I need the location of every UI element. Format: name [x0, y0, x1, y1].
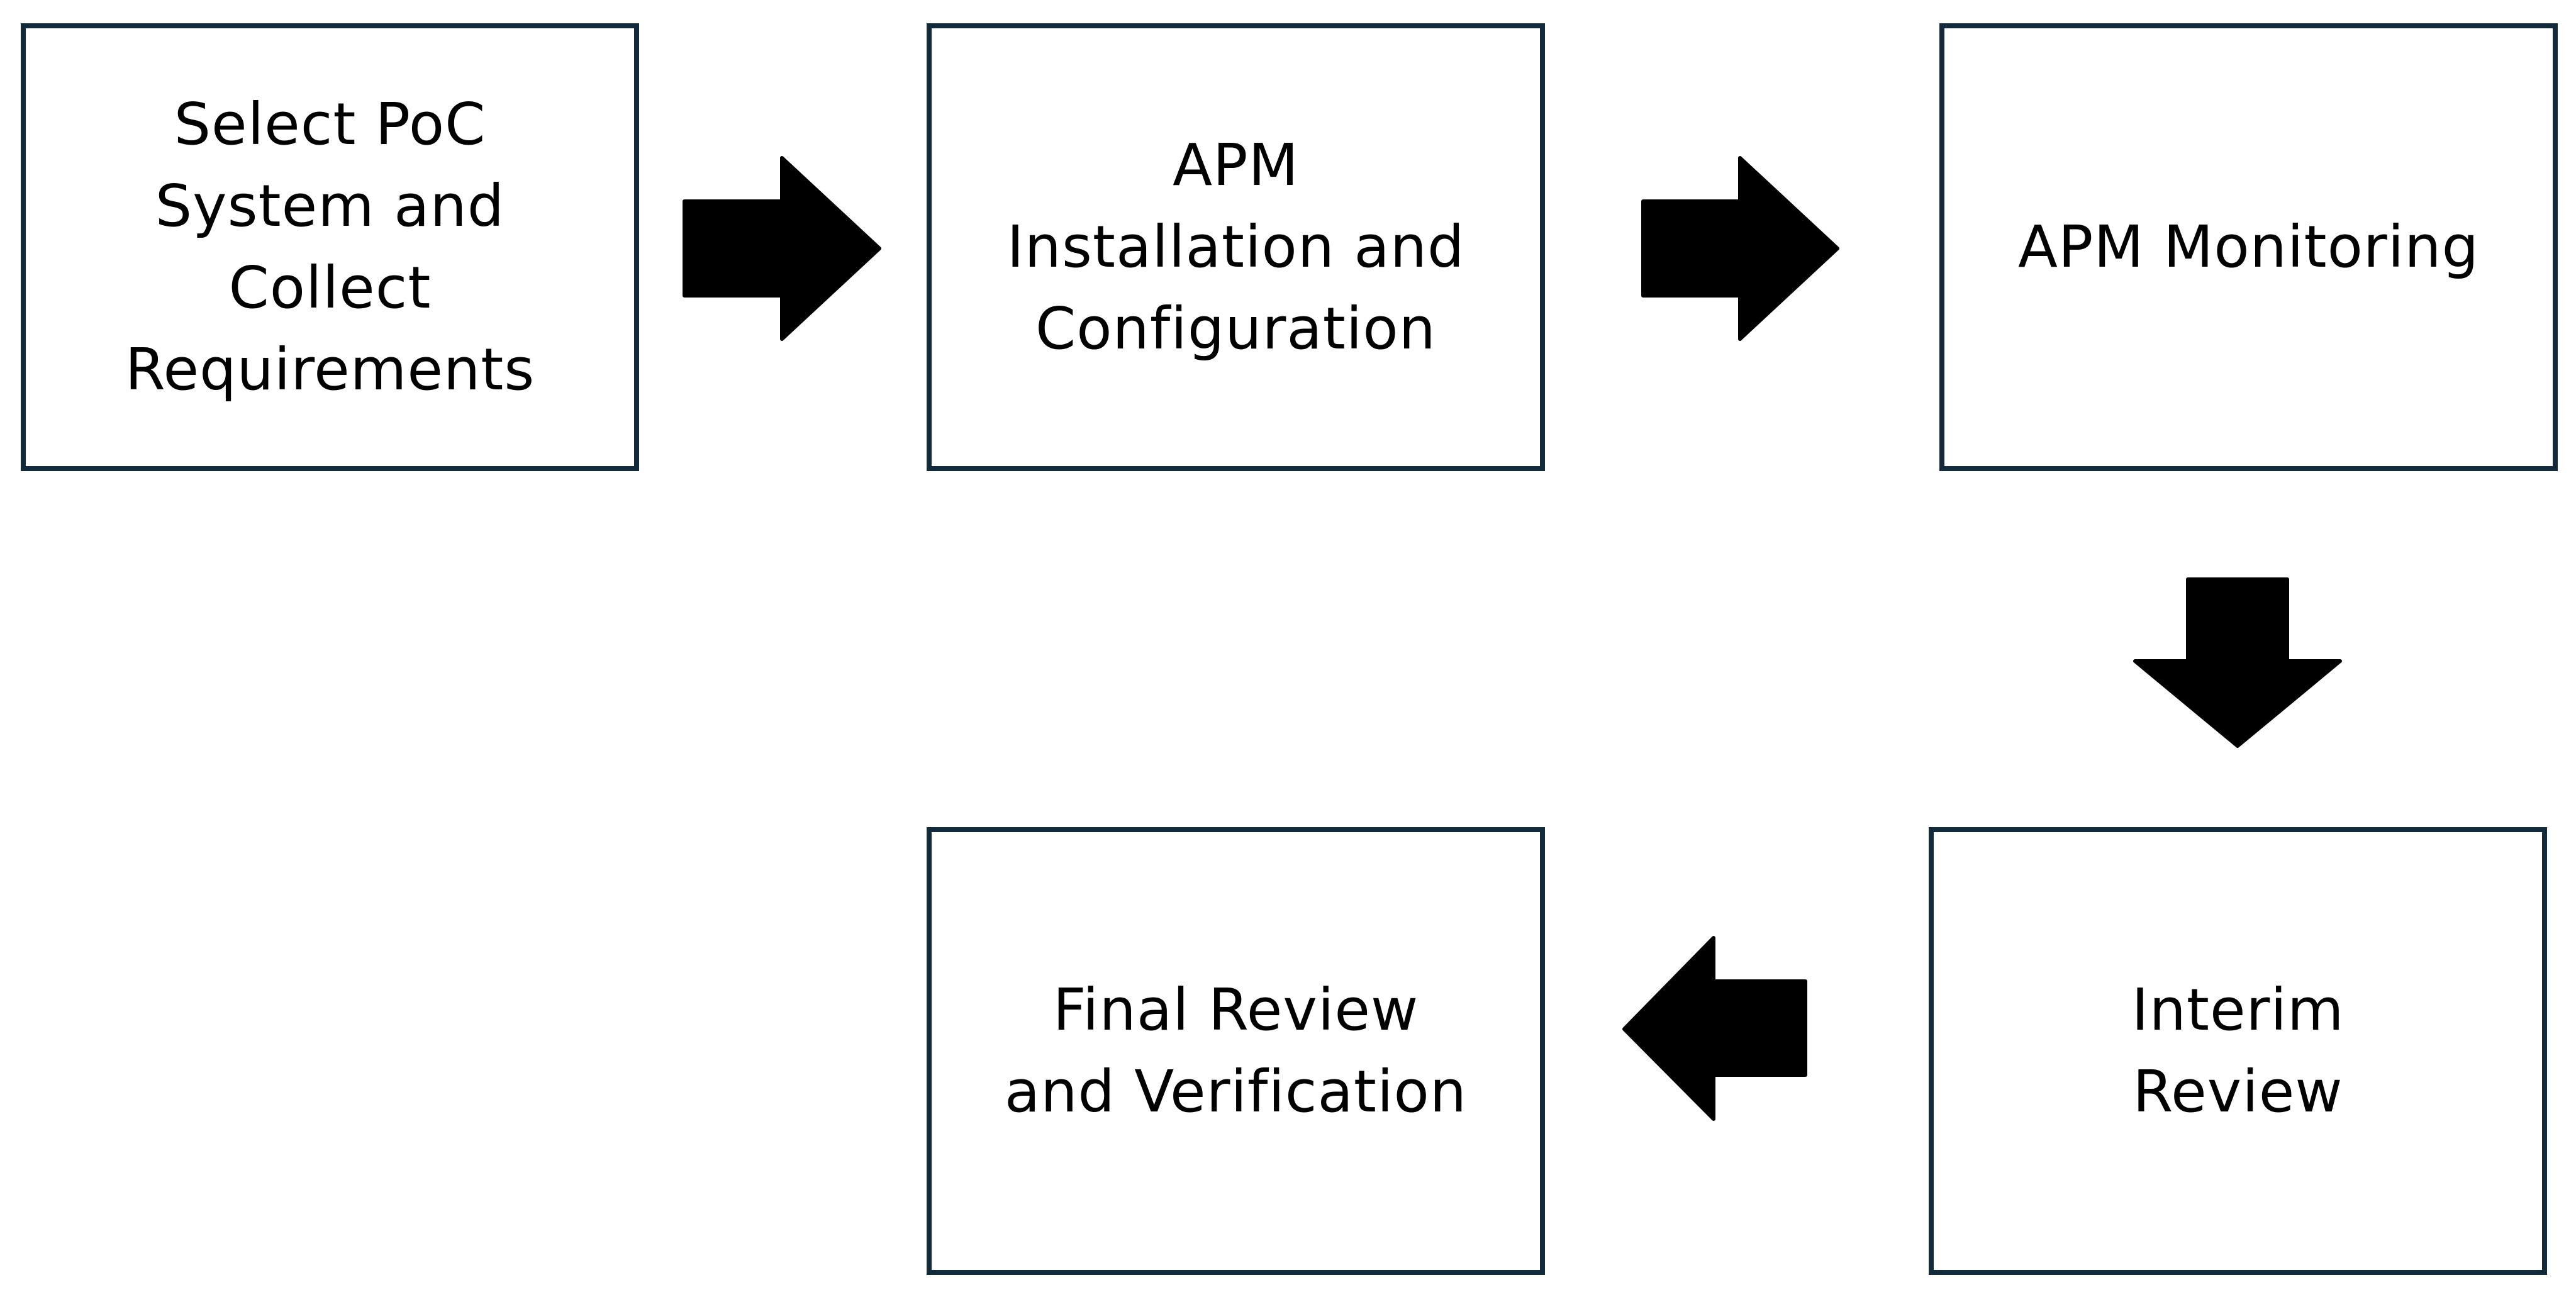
arrow-left-icon [1622, 936, 1807, 1121]
step-label-interim-review: Interim Review [2131, 976, 2345, 1125]
step-box-final-review: Final Review and Verification [927, 827, 1545, 1275]
step-label-select-poc: Select PoC System and Collect Requiremen… [125, 91, 535, 403]
step-box-apm-installation: APM Installation and Configuration [927, 23, 1545, 471]
step-label-apm-installation: APM Installation and Configuration [1006, 131, 1465, 362]
step-box-select-poc: Select PoC System and Collect Requiremen… [21, 23, 639, 471]
step-label-apm-monitoring: APM Monitoring [2017, 213, 2480, 281]
step-box-apm-monitoring: APM Monitoring [1939, 23, 2558, 471]
step-label-final-review: Final Review and Verification [1004, 976, 1468, 1125]
arrow-down-icon [2133, 577, 2342, 748]
arrow-right-icon [1641, 156, 1839, 341]
arrow-right-icon [683, 156, 881, 341]
step-box-interim-review: Interim Review [1929, 827, 2547, 1275]
